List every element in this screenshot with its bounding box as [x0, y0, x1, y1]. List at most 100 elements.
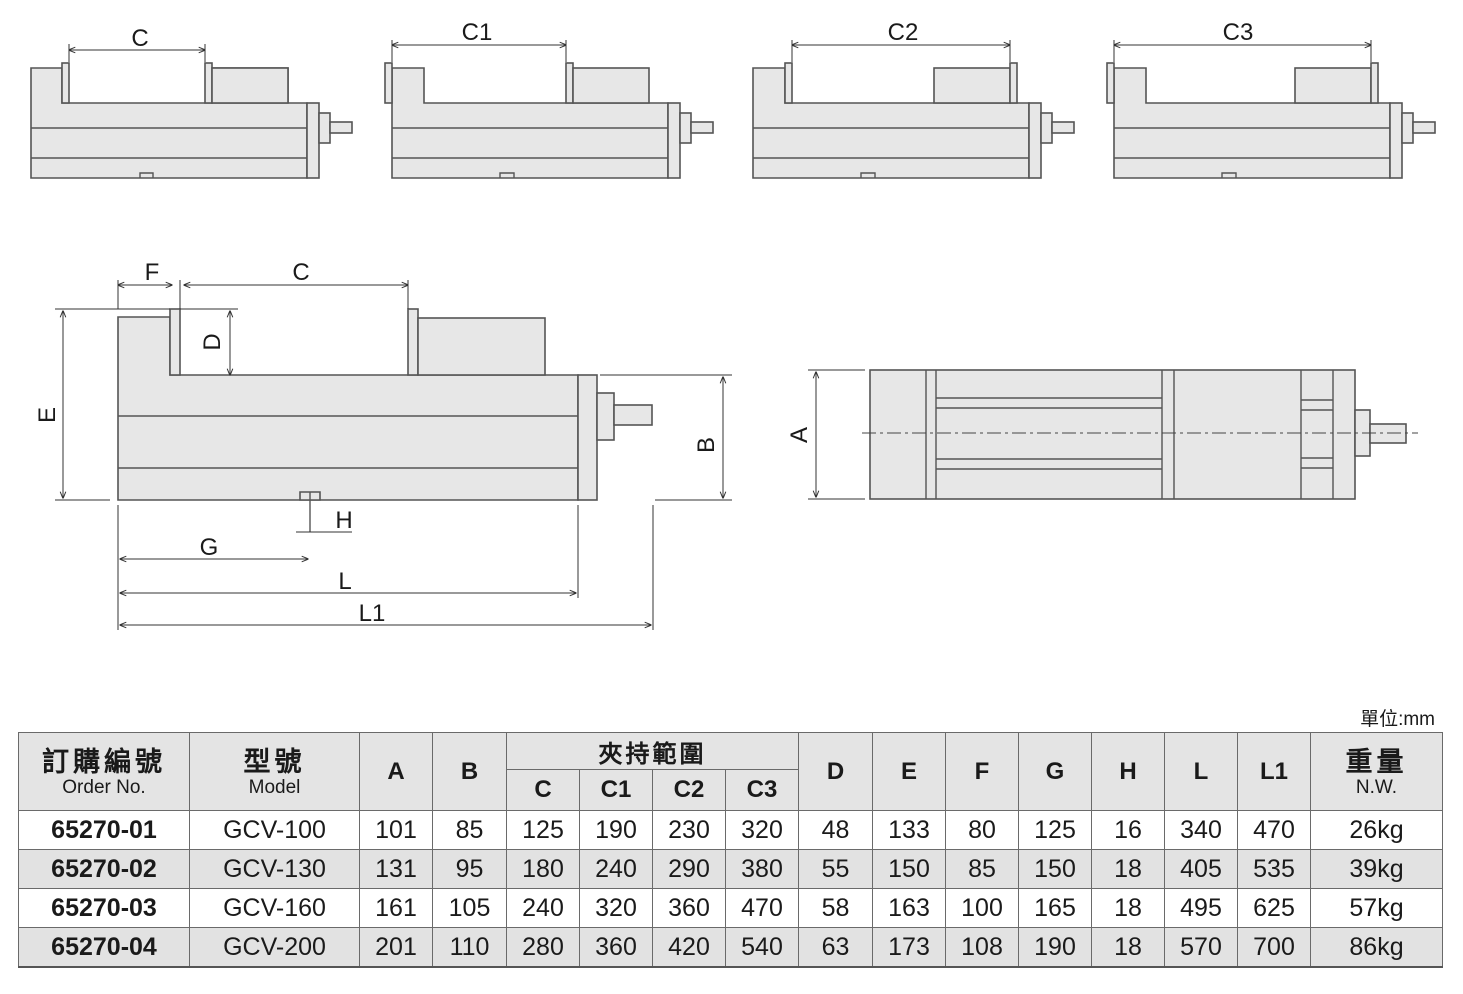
header-c3: C3: [725, 769, 799, 811]
cell-h: 16: [1091, 810, 1165, 850]
cell-c: 280: [506, 927, 580, 968]
cell-weight: 57kg: [1310, 888, 1443, 928]
cell-f: 108: [945, 927, 1019, 968]
header-order-no: 訂購編號 Order No.: [18, 732, 190, 811]
table-header-row: 訂購編號 Order No. 型號 Model A B 夾持範圍 D E F G…: [18, 732, 1443, 811]
header-f: F: [945, 732, 1019, 811]
cell-a: 101: [359, 810, 433, 850]
cell-e: 173: [872, 927, 946, 968]
cell-l: 340: [1164, 810, 1238, 850]
cell-model: GCV-200: [189, 927, 360, 968]
cell-a: 131: [359, 849, 433, 889]
cell-c3: 320: [725, 810, 799, 850]
cell-d: 48: [798, 810, 873, 850]
cell-b: 110: [432, 927, 507, 968]
label-c1-top: C1: [462, 19, 493, 46]
cell-model: GCV-130: [189, 849, 360, 889]
header-d: D: [798, 732, 873, 811]
cell-a: 161: [359, 888, 433, 928]
cell-g: 125: [1018, 810, 1092, 850]
header-g: G: [1018, 732, 1092, 811]
cell-l: 495: [1164, 888, 1238, 928]
spec-table: 訂購編號 Order No. 型號 Model A B 夾持範圍 D E F G…: [18, 732, 1443, 968]
cell-model: GCV-100: [189, 810, 360, 850]
cell-order-no: 65270-03: [18, 888, 190, 928]
cell-c1: 320: [579, 888, 653, 928]
cell-e: 150: [872, 849, 946, 889]
cell-h: 18: [1091, 849, 1165, 889]
cell-g: 165: [1018, 888, 1092, 928]
header-weight: 重量 N.W.: [1310, 732, 1443, 811]
header-clamp-range: 夾持範圍: [506, 732, 799, 770]
cell-b: 105: [432, 888, 507, 928]
cell-l1: 470: [1237, 810, 1311, 850]
cell-c: 125: [506, 810, 580, 850]
label-c2-top: C2: [888, 19, 919, 46]
cell-g: 150: [1018, 849, 1092, 889]
cell-e: 163: [872, 888, 946, 928]
header-h: H: [1091, 732, 1165, 811]
cell-d: 55: [798, 849, 873, 889]
vise-dimension-drawings: C C1 C2: [30, 19, 1436, 630]
cell-b: 85: [432, 810, 507, 850]
cell-d: 63: [798, 927, 873, 968]
cell-c2: 290: [652, 849, 726, 889]
unit-label: 單位:mm: [1360, 709, 1435, 730]
side-view-detail: F C D E B H G L L1: [34, 259, 732, 630]
cell-order-no: 65270-02: [18, 849, 190, 889]
cell-h: 18: [1091, 888, 1165, 928]
cell-c1: 240: [579, 849, 653, 889]
cell-b: 95: [432, 849, 507, 889]
cell-weight: 26kg: [1310, 810, 1443, 850]
label-g: G: [200, 534, 219, 561]
small-view-c2: C2: [752, 19, 1075, 179]
label-c-top: C: [131, 25, 148, 52]
cell-order-no: 65270-04: [18, 927, 190, 968]
header-l: L: [1164, 732, 1238, 811]
cell-weight: 39kg: [1310, 849, 1443, 889]
header-model: 型號 Model: [189, 732, 360, 811]
cell-f: 100: [945, 888, 1019, 928]
table-row: 65270-02 GCV-130 131 95 180 240 290 380 …: [18, 849, 1443, 889]
cell-c1: 190: [579, 810, 653, 850]
cell-order-no: 65270-01: [18, 810, 190, 850]
cell-c3: 380: [725, 849, 799, 889]
plan-view: A: [786, 369, 1418, 500]
small-view-c3: C3: [1106, 19, 1436, 179]
cell-l1: 625: [1237, 888, 1311, 928]
table-row: 65270-01 GCV-100 101 85 125 190 230 320 …: [18, 810, 1443, 850]
cell-c1: 360: [579, 927, 653, 968]
label-e: E: [34, 407, 61, 423]
cell-model: GCV-160: [189, 888, 360, 928]
label-b: B: [693, 437, 720, 453]
label-c3-top: C3: [1223, 19, 1254, 46]
cell-l1: 535: [1237, 849, 1311, 889]
header-l1: L1: [1237, 732, 1311, 811]
cell-c2: 230: [652, 810, 726, 850]
header-c1: C1: [579, 769, 653, 811]
header-e: E: [872, 732, 946, 811]
cell-l: 405: [1164, 849, 1238, 889]
table-row: 65270-03 GCV-160 161 105 240 320 360 470…: [18, 888, 1443, 928]
cell-c2: 360: [652, 888, 726, 928]
cell-a: 201: [359, 927, 433, 968]
cell-f: 85: [945, 849, 1019, 889]
label-l: L: [338, 568, 351, 595]
cell-c2: 420: [652, 927, 726, 968]
table-subheader-row: C C1 C2 C3: [19, 769, 1443, 811]
label-d: D: [199, 333, 226, 350]
cell-l1: 700: [1237, 927, 1311, 968]
header-b: B: [432, 732, 507, 811]
cell-weight: 86kg: [1310, 927, 1443, 968]
label-a: A: [786, 427, 813, 443]
label-l1: L1: [359, 600, 386, 627]
cell-l: 570: [1164, 927, 1238, 968]
cell-f: 80: [945, 810, 1019, 850]
cell-h: 18: [1091, 927, 1165, 968]
label-h: H: [335, 507, 352, 534]
cell-c: 180: [506, 849, 580, 889]
cell-c3: 470: [725, 888, 799, 928]
label-f: F: [145, 259, 160, 286]
header-a: A: [359, 732, 433, 811]
header-c: C: [506, 769, 580, 811]
